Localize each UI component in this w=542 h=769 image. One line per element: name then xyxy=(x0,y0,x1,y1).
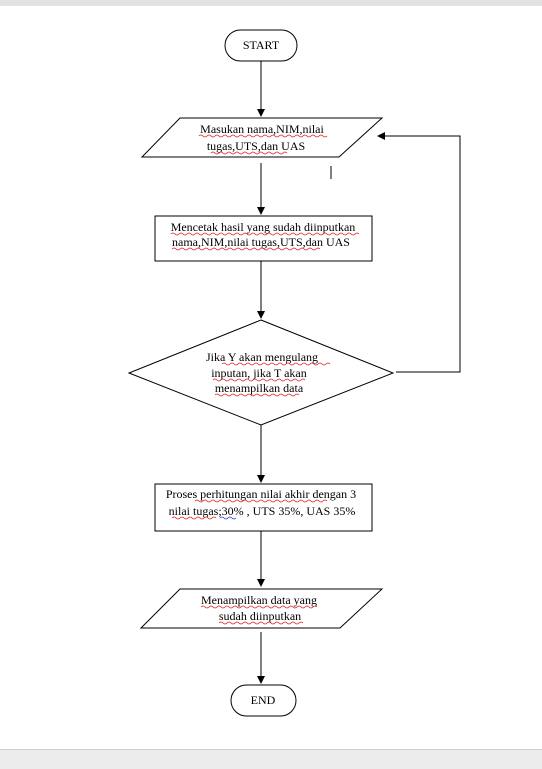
spellcheck-underline xyxy=(171,247,321,251)
output-text-line-2: sudah diinputkan xyxy=(219,609,301,623)
spellcheck-underline xyxy=(194,499,328,503)
grammar-underline xyxy=(219,516,237,520)
document-top-strip xyxy=(0,0,542,6)
input-text-line-2: tugas,UTS,dan UAS xyxy=(207,139,305,153)
flowchart-diagram: START Masukan nama,NIM,nilai tugas,UTS,d… xyxy=(127,29,461,717)
input-text-line-1: Masukan nama,NIM,nilai xyxy=(200,122,324,136)
spellcheck-underline xyxy=(198,134,328,138)
decision-text-line-3: menampilkan data xyxy=(215,381,304,395)
spellcheck-underline xyxy=(171,516,217,520)
process-text-line-1: Proses perhitungan nilai akhir dengan 3 xyxy=(166,487,356,501)
spellcheck-underline xyxy=(210,151,288,155)
calculation-process-box xyxy=(154,483,373,532)
spellcheck-underline xyxy=(221,362,331,366)
output-text-line-1: Menampilkan data yang xyxy=(201,593,317,607)
print-process-box xyxy=(154,215,373,262)
spellcheck-underline xyxy=(170,232,360,236)
process-text-line-2: nilai tugas;30% , UTS 35%, UAS 35% xyxy=(169,504,356,518)
document-page[interactable]: START Masukan nama,NIM,nilai tugas,UTS,d… xyxy=(0,6,542,749)
spellcheck-underline xyxy=(218,621,304,625)
spellcheck-underline xyxy=(212,378,306,382)
start-label: START xyxy=(243,38,280,52)
end-label: END xyxy=(251,693,276,707)
input-parallelogram xyxy=(140,117,384,158)
document-bottom-strip xyxy=(0,749,542,769)
output-parallelogram xyxy=(139,588,384,629)
arrow-loop-back-to-input xyxy=(377,132,461,373)
print-text-line-1: Mencetak hasil yang sudah diinputkan xyxy=(171,220,356,234)
end-terminator xyxy=(230,684,297,717)
print-text-line-2: nama,NIM,nilai tugas,UTS,dan UAS xyxy=(172,235,350,249)
decision-text-line-1: Jika Y akan mengulang xyxy=(206,350,318,364)
spellcheck-underline xyxy=(200,605,318,609)
decision-text-line-2: inputan, jika T akan xyxy=(211,366,307,380)
spellcheck-underline xyxy=(214,393,300,397)
